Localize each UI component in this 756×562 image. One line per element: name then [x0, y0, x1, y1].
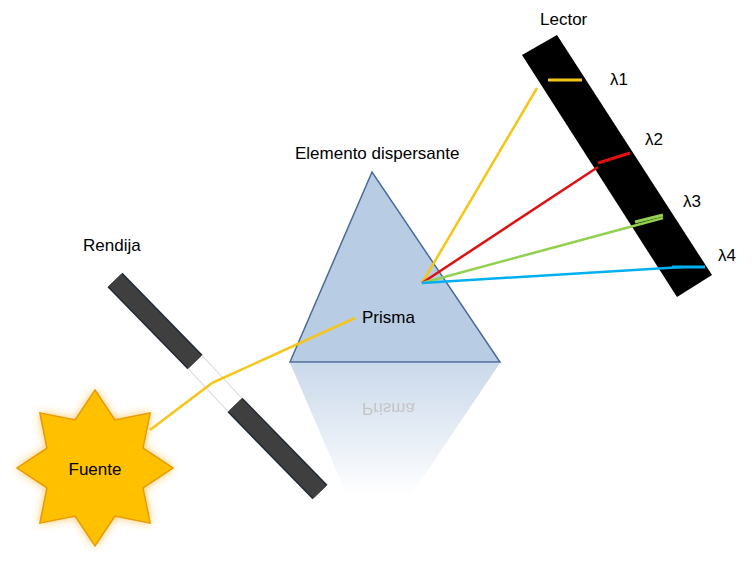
wavelength-label-anchor: λ4 [718, 246, 736, 266]
source-star: Fuente [15, 390, 175, 550]
node-label: Fuente [69, 460, 122, 480]
node-label: Elemento dispersante [295, 144, 459, 164]
reader-bar: Lector [520, 5, 720, 300]
prism-reflection [290, 363, 500, 553]
prism-triangle [290, 172, 500, 362]
wavelength-label: λ3 [683, 192, 701, 212]
prism: Elemento dispersantePrisma [288, 140, 504, 365]
node-body: Prisma [362, 308, 415, 328]
slit-blade [235, 405, 320, 492]
wavelength-label-anchor: λ3 [683, 192, 701, 212]
reader-bar-outline [520, 5, 720, 300]
wavelength-label: λ4 [718, 246, 736, 266]
slit-blade [115, 280, 195, 362]
light-ray [150, 383, 212, 430]
light-ray [422, 167, 598, 283]
slit-gap [195, 362, 235, 405]
spectral-line [598, 153, 630, 163]
light-ray [422, 267, 683, 283]
node-label: Rendija [83, 236, 141, 256]
slit-gap-edge [195, 362, 235, 405]
star-glow [17, 390, 173, 546]
spectral-line [672, 266, 705, 269]
prism-outline [288, 140, 504, 365]
wavelength-label-anchor: λ2 [645, 130, 663, 150]
spectral-line [548, 79, 582, 82]
node-label: Lector [540, 10, 587, 30]
light-ray [422, 218, 663, 283]
wavelength-label: λ1 [610, 70, 628, 90]
light-ray [422, 88, 537, 283]
reader-strip [522, 35, 712, 297]
slit-blade-edge [115, 280, 195, 362]
wavelength-label-anchor: λ1 [610, 70, 628, 90]
wavelength-label: λ2 [645, 130, 663, 150]
spectral-line [635, 215, 663, 222]
mirrored-label: Prisma [362, 398, 415, 418]
slit-blade-edge [235, 405, 320, 492]
mirrored-label-anchor: Prisma [362, 398, 415, 418]
star-shape [17, 390, 173, 546]
